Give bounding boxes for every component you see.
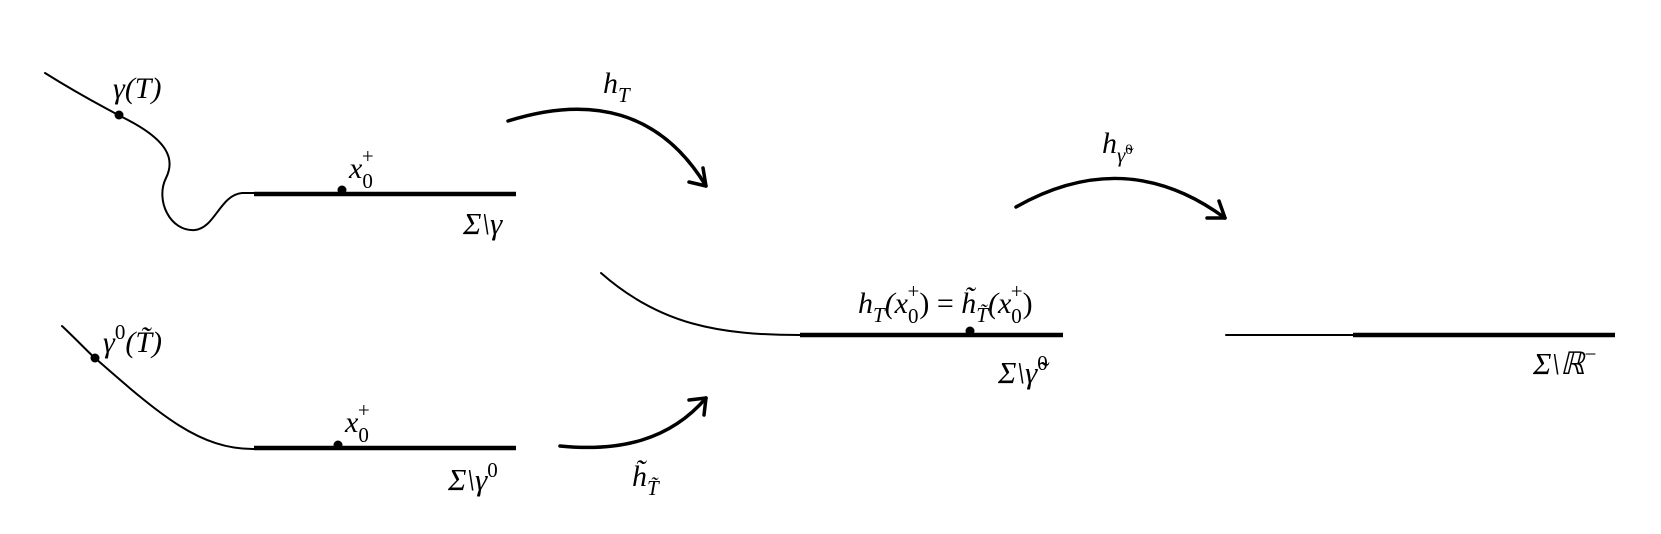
- label-gamma0-Ttilde: γ0(T̃): [103, 320, 162, 359]
- point-x0-top: [337, 185, 347, 195]
- point-gamma-T: [114, 110, 124, 120]
- label-sigma-minus-gammatilde0: Σ\γ̃0: [997, 351, 1050, 390]
- label-sigma-minus-gamma: Σ\γ: [462, 206, 503, 241]
- arrow-h-gammatilde0: [1014, 176, 1227, 220]
- arrow-h-gammatilde0-head: [1205, 199, 1227, 220]
- arrow-h-T-head: [687, 166, 708, 188]
- curve-gamma0: [61, 325, 256, 451]
- label-sigma-minus-gamma0: Σ\γ0: [447, 458, 498, 497]
- label-gamma-T: γ(T): [113, 72, 162, 105]
- curve-gammatilde0: [600, 272, 801, 336]
- curve-gamma: [44, 72, 256, 232]
- label-center-equation: hT(x0+) = h̃T̃(x0+): [858, 279, 1033, 328]
- label-h-gammatilde0: hγ̃0: [1102, 127, 1134, 167]
- label-sigma-minus-Rminus: Σ\ℝ−: [1532, 342, 1596, 381]
- arrow-htilde-Ttilde-head: [687, 396, 708, 417]
- point-x0-bottom: [333, 440, 343, 450]
- point-x0-center: [965, 326, 975, 336]
- label-h-T: hT: [603, 67, 631, 107]
- label-x0-bottom: x0+: [344, 398, 370, 447]
- label-x0-top: x0+: [348, 144, 374, 193]
- label-htilde-Ttilde: h̃T̃: [632, 460, 660, 500]
- point-gamma0-Ttilde: [90, 353, 100, 363]
- arrow-htilde-Ttilde: [558, 396, 708, 450]
- arrow-h-T: [506, 107, 708, 188]
